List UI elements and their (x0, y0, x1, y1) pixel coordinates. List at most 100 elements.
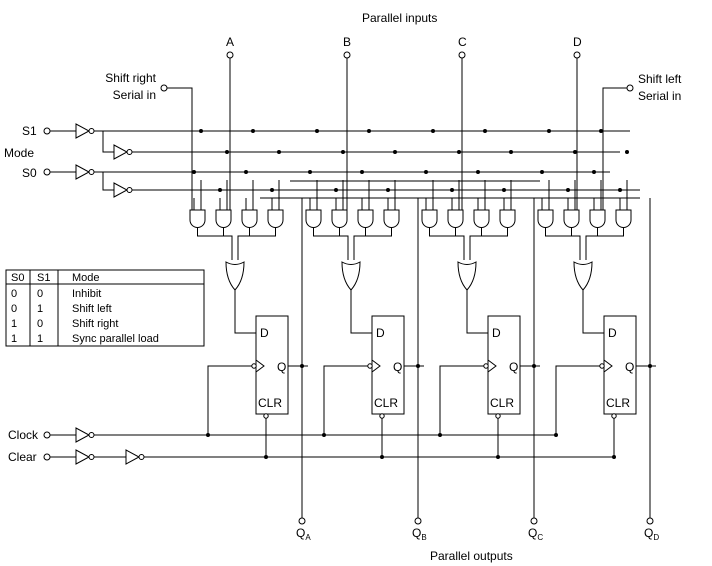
and-gate-a-2 (215, 209, 232, 228)
flipflop-c-clr-label: CLR (490, 396, 514, 410)
and-gate-d-2 (563, 209, 580, 228)
s1-label: S1 (22, 124, 37, 138)
shift-right-label: Shift right (105, 71, 156, 85)
clock-input-c-icon (487, 359, 497, 373)
s1-buffer (75, 123, 91, 139)
output-label-b: QB (412, 526, 427, 542)
and-gate-d-1 (537, 209, 554, 228)
clear-label: Clear (8, 450, 37, 464)
mode-label: Mode (4, 146, 34, 160)
mode-table-cell-2-2: Shift right (72, 318, 118, 330)
clear-terminal (43, 453, 51, 461)
input-terminal-b (343, 51, 351, 59)
mode-table-cell-0-1: 0 (37, 288, 43, 300)
mode-table-cell-2-1: 0 (37, 318, 43, 330)
or-gate-a (225, 261, 245, 291)
clock-terminal (43, 431, 51, 439)
mode-table-cell-3-2: Sync parallel load (72, 333, 159, 345)
serial-in-left-label: Serial in (638, 89, 681, 103)
flipflop-a-q-label: Q (277, 360, 286, 374)
clear-inverter (125, 449, 141, 465)
clock-input-a-icon (255, 359, 265, 373)
output-terminal-c (530, 517, 538, 525)
and-gate-b-1 (305, 209, 322, 228)
and-gate-b-2 (331, 209, 348, 228)
diagram-footer: Parallel outputs (430, 549, 513, 563)
output-sub-d: D (653, 533, 659, 542)
mode-table-cell-3-1: 1 (37, 333, 43, 345)
and-gate-d-4 (615, 209, 632, 228)
input-label-b: B (343, 35, 351, 49)
parallel-inputs: A B C D (226, 35, 582, 210)
s0-inverter (113, 182, 129, 198)
and-gate-c-4 (499, 209, 516, 228)
input-terminal-a (226, 51, 234, 59)
or-gate-c (457, 261, 477, 291)
clock-clear-lines: Clock Clear (8, 427, 614, 465)
and-gate-b-4 (383, 209, 400, 228)
input-terminal-d (573, 51, 581, 59)
input-terminal-c (458, 51, 466, 59)
and-gate-d-3 (589, 209, 606, 228)
or-gate-array (225, 261, 604, 334)
input-label-a: A (226, 35, 234, 49)
s1-inverter (113, 144, 129, 160)
or-gate-d (573, 261, 593, 291)
s0-buffer (75, 164, 91, 180)
serial-in-right-label: Serial in (113, 88, 156, 102)
output-terminal-a (298, 517, 306, 525)
and-gate-a-1 (189, 209, 206, 228)
output-label-a: QA (296, 526, 311, 542)
mode-select: S1 Mode S0 (4, 123, 640, 199)
and-gate-a-3 (241, 209, 258, 228)
flipflop-c-d-label: D (492, 326, 501, 340)
mode-table-cell-1-0: 0 (11, 303, 17, 315)
serial-right-input: Shift right Serial in (105, 71, 193, 210)
flipflop-d-clr-label: CLR (606, 396, 630, 410)
flipflop-b-clr-label: CLR (374, 396, 398, 410)
mode-table-cell-1-1: 1 (37, 303, 43, 315)
mode-table-cell-0-2: Inhibit (72, 288, 101, 300)
mode-table-header-0: S0 (11, 272, 24, 284)
serial-left-input: Shift left Serial in (602, 72, 682, 210)
flipflop-c (487, 315, 521, 415)
mode-table-cell-1-2: Shift left (72, 303, 112, 315)
mode-table-cell-2-0: 1 (11, 318, 17, 330)
output-sub-a: A (305, 533, 311, 542)
s1-buffer-bubble (88, 128, 95, 134)
mode-table-cell-0-0: 0 (11, 288, 17, 300)
s0-terminal (43, 168, 51, 176)
mode-table-header-2: Mode (72, 272, 100, 284)
clear-buffer (75, 449, 91, 465)
flipflop-b-q-label: Q (393, 360, 402, 374)
and-gate-a-4 (267, 209, 284, 228)
clock-buffer (75, 427, 91, 443)
output-sub-c: C (537, 533, 543, 542)
and-gate-b-3 (357, 209, 374, 228)
flipflop-a (255, 315, 289, 415)
serial-right-terminal (160, 84, 168, 92)
flipflop-a-clr-label: CLR (258, 396, 282, 410)
and-gate-c-2 (447, 209, 464, 228)
flipflop-d-q-label: Q (625, 360, 634, 374)
or-gate-b (341, 261, 361, 291)
output-sub-b: B (421, 533, 426, 542)
mode-table-cell-3-0: 1 (11, 333, 17, 345)
output-terminal-d (646, 517, 654, 525)
flipflop-a-d-label: D (260, 326, 269, 340)
flipflop-c-q-label: Q (509, 360, 518, 374)
and-gate-array (189, 129, 632, 260)
and-gate-c-3 (473, 209, 490, 228)
input-label-c: C (458, 35, 467, 49)
clock-label: Clock (8, 428, 39, 442)
flipflop-b-d-label: D (376, 326, 385, 340)
clock-input-b-icon (371, 359, 381, 373)
diagram-title: Parallel inputs (362, 11, 437, 25)
s0-label: S0 (22, 166, 37, 180)
clock-input-d-icon (603, 359, 613, 373)
